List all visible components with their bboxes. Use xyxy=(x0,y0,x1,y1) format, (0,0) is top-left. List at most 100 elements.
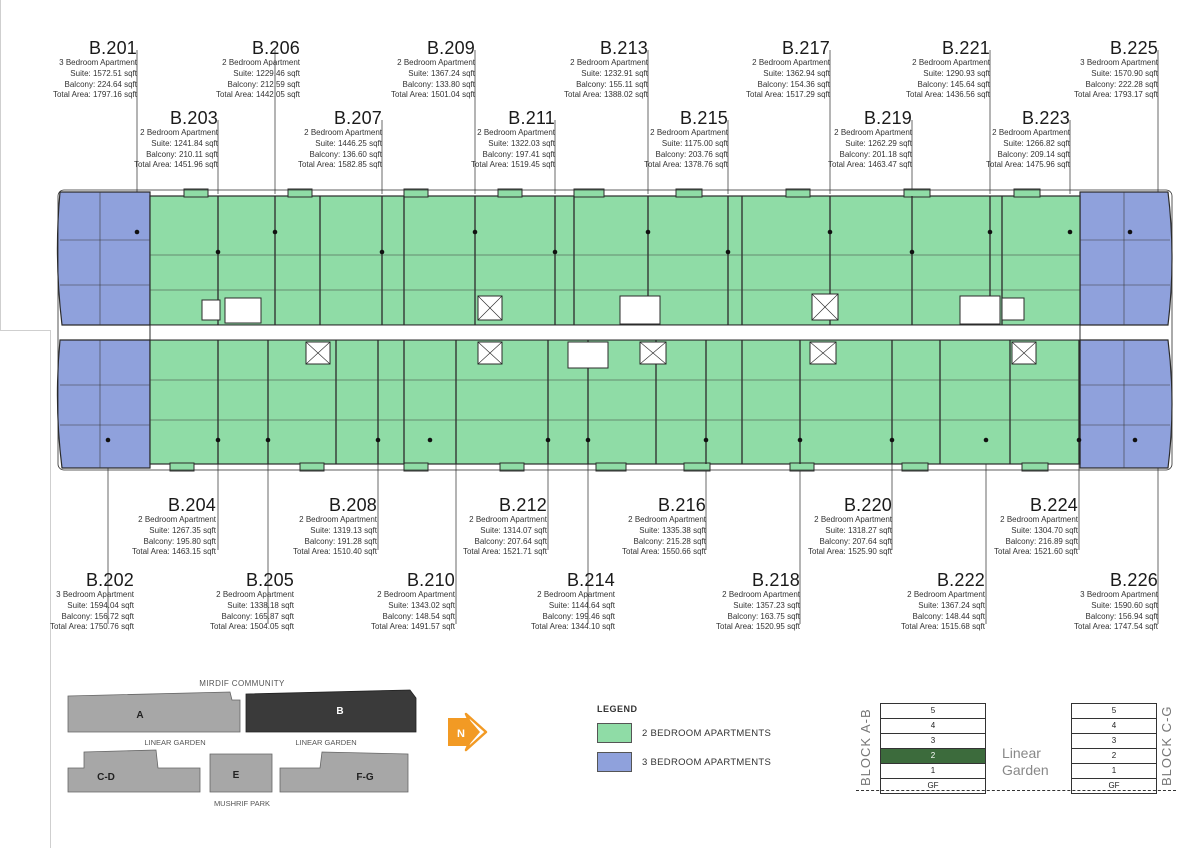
unit-total: Total Area: 1520.95 sqft xyxy=(715,622,800,632)
unit-balcony: Balcony: 207.64 sqft xyxy=(819,536,893,546)
unit-type: 2 Bedroom Apartment xyxy=(477,128,555,137)
unit-callout: B.225 3 Bedroom Apartment Suite: 1570.90… xyxy=(1028,38,1158,101)
leader-lines xyxy=(107,50,1159,624)
unit-balcony: Balcony: 216.89 sqft xyxy=(1005,536,1079,546)
unit-total: Total Area: 1521.71 sqft xyxy=(462,547,547,557)
unit-suite: Suite: 1322.03 sqft xyxy=(488,138,555,148)
unit-suite: Suite: 1335.38 sqft xyxy=(639,525,706,535)
unit-suite: Suite: 1343.02 sqft xyxy=(388,600,455,610)
unit-suite: Suite: 1175.00 sqft xyxy=(661,138,728,148)
unit-type: 2 Bedroom Apartment xyxy=(907,590,985,599)
unit-id: B.206 xyxy=(251,38,300,58)
unit-total: Total Area: 1525.90 sqft xyxy=(807,547,892,557)
unit-total: Total Area: 1750.76 sqft xyxy=(49,622,134,632)
linear-garden-line2: Garden xyxy=(1002,762,1049,778)
floor-row: 2 xyxy=(1071,749,1157,764)
unit-type: 2 Bedroom Apartment xyxy=(814,515,892,524)
unit-balcony: Balcony: 156.94 sqft xyxy=(1085,611,1159,621)
unit-id: B.210 xyxy=(406,570,455,590)
unit-total: Total Area: 1463.47 sqft xyxy=(827,160,912,170)
unit-id: B.223 xyxy=(1021,108,1070,128)
unit-balcony: Balcony: 222.28 sqft xyxy=(1085,79,1159,89)
unit-total: Total Area: 1550.66 sqft xyxy=(621,547,706,557)
unit-type: 2 Bedroom Apartment xyxy=(222,58,300,67)
unit-id: B.204 xyxy=(167,495,216,515)
unit-callout: B.206 2 Bedroom Apartment Suite: 1229.46… xyxy=(170,38,300,101)
north-arrow-body xyxy=(448,718,480,746)
unit-callout: B.222 2 Bedroom Apartment Suite: 1367.24… xyxy=(855,570,985,633)
unit-type: 2 Bedroom Apartment xyxy=(537,590,615,599)
unit-suite: Suite: 1241.84 sqft xyxy=(151,138,218,148)
unit-suite: Suite: 1318.27 sqft xyxy=(825,525,892,535)
leader-dots xyxy=(105,229,1138,443)
unit-id: B.203 xyxy=(169,108,218,128)
unit-balcony: Balcony: 195.80 sqft xyxy=(143,536,217,546)
unit-callout: B.210 2 Bedroom Apartment Suite: 1343.02… xyxy=(325,570,455,633)
unit-id: B.216 xyxy=(657,495,706,515)
unit-id: B.224 xyxy=(1029,495,1078,515)
unit-suite: Suite: 1314.07 sqft xyxy=(480,525,547,535)
unit-balcony: Balcony: 215.28 sqft xyxy=(633,536,707,546)
floor-row: 1 xyxy=(880,764,986,779)
unit-total: Total Area: 1388.02 sqft xyxy=(563,90,648,100)
unit-id: B.209 xyxy=(426,38,475,58)
unit-type: 2 Bedroom Apartment xyxy=(216,590,294,599)
three-bedroom-areas xyxy=(56,191,1173,469)
unit-suite: Suite: 1319.13 sqft xyxy=(310,525,377,535)
unit-id: B.220 xyxy=(843,495,892,515)
interior-walls xyxy=(60,192,1170,468)
unit-total: Total Area: 1510.40 sqft xyxy=(292,547,377,557)
unit-callout: B.207 2 Bedroom Apartment Suite: 1446.25… xyxy=(252,108,382,171)
unit-callout: B.220 2 Bedroom Apartment Suite: 1318.27… xyxy=(762,495,892,558)
unit-partitions xyxy=(217,196,1080,464)
two-bedroom-areas xyxy=(149,195,1081,465)
page-edge-line xyxy=(0,330,50,331)
unit-callout: B.217 2 Bedroom Apartment Suite: 1362.94… xyxy=(700,38,830,101)
unit-type: 3 Bedroom Apartment xyxy=(1080,590,1158,599)
unit-callout: B.212 2 Bedroom Apartment Suite: 1314.07… xyxy=(417,495,547,558)
floor-stack-block-cg: 5 4 3 2 1 GF xyxy=(1071,703,1157,794)
unit-callout: B.214 2 Bedroom Apartment Suite: 1144.64… xyxy=(485,570,615,633)
unit-callout: B.202 3 Bedroom Apartment Suite: 1594.04… xyxy=(4,570,134,633)
unit-total: Total Area: 1442.05 sqft xyxy=(215,90,300,100)
block-b-shape xyxy=(245,689,417,733)
unit-callout: B.223 2 Bedroom Apartment Suite: 1266.82… xyxy=(940,108,1070,171)
unit-total: Total Area: 1793.17 sqft xyxy=(1073,90,1158,100)
unit-callout: B.224 2 Bedroom Apartment Suite: 1304.70… xyxy=(948,495,1078,558)
block-a-shape xyxy=(67,691,241,733)
unit-total: Total Area: 1463.15 sqft xyxy=(131,547,216,557)
unit-balcony: Balcony: 165.87 sqft xyxy=(221,611,295,621)
block-cg-label: BLOCK C-G xyxy=(1159,705,1174,786)
north-arrow-label: N xyxy=(457,728,465,740)
unit-id: B.213 xyxy=(599,38,648,58)
floor-row: GF xyxy=(880,779,986,794)
unit-type: 2 Bedroom Apartment xyxy=(140,128,218,137)
unit-id: B.202 xyxy=(85,570,134,590)
unit-id: B.212 xyxy=(498,495,547,515)
unit-balcony: Balcony: 224.64 sqft xyxy=(64,79,138,89)
unit-suite: Suite: 1362.94 sqft xyxy=(763,68,830,78)
legend: LEGEND 2 BEDROOM APARTMENTS 3 BEDROOM AP… xyxy=(597,704,771,772)
unit-balcony: Balcony: 210.11 sqft xyxy=(146,149,218,159)
unit-total: Total Area: 1582.85 sqft xyxy=(297,160,382,170)
unit-total: Total Area: 1504.05 sqft xyxy=(209,622,294,632)
unit-type: 2 Bedroom Apartment xyxy=(1000,515,1078,524)
unit-suite: Suite: 1266.82 sqft xyxy=(1003,138,1070,148)
floor-row: 5 xyxy=(880,704,986,719)
unit-total: Total Area: 1797.16 sqft xyxy=(52,90,137,100)
floor-row: 5 xyxy=(1071,704,1157,719)
unit-suite: Suite: 1367.24 sqft xyxy=(918,600,985,610)
key-plan-garden-right: LINEAR GARDEN xyxy=(295,738,356,747)
unit-suite: Suite: 1262.29 sqft xyxy=(845,138,912,148)
legend-label: 2 BEDROOM APARTMENTS xyxy=(642,727,772,739)
unit-suite: Suite: 1304.70 sqft xyxy=(1011,525,1078,535)
unit-suite: Suite: 1229.46 sqft xyxy=(233,68,300,78)
unit-id: B.222 xyxy=(936,570,985,590)
unit-type: 2 Bedroom Apartment xyxy=(628,515,706,524)
block-e-label: E xyxy=(233,770,240,781)
unit-id: B.207 xyxy=(333,108,382,128)
unit-callout: B.203 2 Bedroom Apartment Suite: 1241.84… xyxy=(88,108,218,171)
legend-item: 2 BEDROOM APARTMENTS xyxy=(597,723,771,743)
unit-total: Total Area: 1519.45 sqft xyxy=(470,160,555,170)
page-edge-line xyxy=(50,330,51,848)
